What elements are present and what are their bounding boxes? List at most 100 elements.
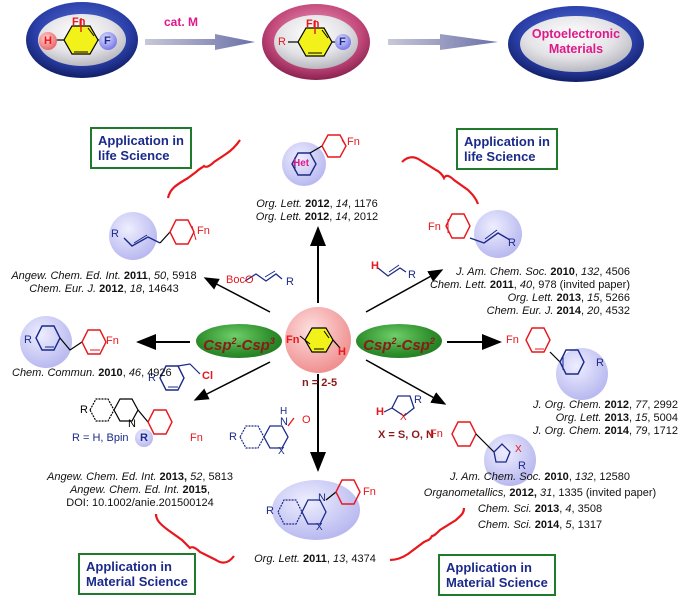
ref-year: 2012 [305,198,330,210]
target-label-line2: Materials [548,42,604,56]
ref-volume: 46 [128,367,142,379]
app-line2: life Science [464,149,536,164]
ref-volume: 50 [153,270,167,282]
ref-journal: Chem. Eur. J. [29,283,97,295]
reference-line: J. Am. Chem. Soc. 2010, 132, 4506 [456,266,630,278]
app-line1: Application in [98,133,184,148]
heteroarene-h: H [376,406,384,418]
brace-upper-right [401,156,480,205]
application-box-material-right: Application in Material Science [438,554,556,596]
heteroarene-x: X [400,412,407,423]
ref-journal: J. Am. Chem. Soc. [456,266,548,278]
allyl-fn-label: Fn [197,225,210,237]
reference-line: Chem. Sci. 2014, 5, 1317 [477,519,603,531]
brace-lower-left [154,513,235,564]
ref-year: 2010 [98,367,123,379]
ref-page: 5813 [208,471,233,483]
ref-volume: 77 [635,399,648,411]
reference-line: Angew. Chem. Ed. Int. 2013, 52, 5813 [47,471,233,483]
app-line1: Application in [446,560,532,575]
ref-volume: 18 [129,283,143,295]
ref-year: 2015 [182,484,207,496]
product-diarylmethane [20,316,107,368]
badge-csp2-csp2: Csp2-Csp2 [356,324,442,358]
ref-page: 2012 [353,211,379,223]
reference-line: Org. Lett. 2011, 13, 4374 [254,553,376,565]
quinoxaline-x: X [316,522,323,533]
target-label-line1: Optoelectronic [531,27,621,41]
ref-volume: 79 [635,425,648,437]
ref-page: 1317 [577,519,603,531]
ref-volume: 132 [581,266,600,278]
ref-year: 2012, [509,487,537,499]
ref-year: 2014 [556,305,582,317]
reference-line: Org. Lett. 2013, 15, 5266 [507,292,630,304]
ref-page: 4506 [605,266,630,278]
app-line2: Material Science [86,574,188,589]
benzyl-reagent-cl: Cl [202,370,213,382]
ref-page: 14643 [148,283,179,295]
ref-year: 2010 [544,471,569,483]
cat-arrow [145,34,255,50]
allyl-r-label: R [111,228,119,240]
benzyl-reagent-r: R [148,372,156,384]
ref-volume: 31 [539,487,553,499]
reagent-allyl [244,273,283,282]
reference-line: DOI: 10.1002/anie.201500124 [40,497,240,510]
ref-volume: 15 [635,412,648,424]
reference-line: Chem. Eur. J. 2012, 18, 14643 [29,283,179,295]
quinoline-r-label: R [80,404,88,416]
reference-line: Chem. Sci. 2013, 4, 3508 [477,503,603,515]
ref-journal: Org. Lett. [254,553,300,565]
product-styrene [445,210,522,258]
application-box-material-left: Application in Material Science [78,553,196,595]
het-fn-label: Fn [347,136,360,148]
quinoxaline-fn: Fn [363,486,376,498]
reagent-alkene [377,267,407,277]
ref-volume: 14 [335,211,348,223]
quinoxalinone-nh-h: H [280,406,288,417]
ref-volume: 132 [574,471,594,483]
ref-page: 2992 [653,399,678,411]
ref-journal: Org. Lett. [555,412,602,424]
product-heteroaryl [451,421,536,486]
start-f-label: F [104,35,111,47]
heteroaryl-fn: Fn [430,428,443,440]
quinoxaline-n: N [318,492,326,504]
center-fn-label: Fn [286,334,300,346]
styrene-r-label: R [508,237,516,249]
ref-journal: Chem. Sci. [477,519,532,531]
reference-line: Org. Lett. 2012, 14, 2012 [255,211,379,223]
arrow-lower-left [193,361,271,401]
ref-journal: J. Org. Chem. [533,425,602,437]
ref-journal: Angew. Chem. Ed. Int. [69,484,180,496]
ref-journal: Org. Lett. [507,292,554,304]
ref-journal: Org. Lett. [255,211,302,223]
ref-page: 1712 [653,425,678,437]
product-r-label: R [278,36,286,48]
ref-year: 2013, [159,471,188,483]
alkene-reagent-r: R [408,269,416,281]
application-box-life-right: Application in life Science [456,128,558,170]
app-line1: Application in [464,134,550,149]
reference-line: Org. Lett. 2013, 15, 5004 [555,412,678,424]
ref-page: 5918 [172,270,197,282]
ref-page: 1335 (invited paper) [558,487,657,499]
r-definition: R = H, Bpin [72,432,129,444]
reagent-quinoxalinone [239,417,295,449]
ref-volume: 15 [587,292,600,304]
heteroarene-r: R [414,394,422,406]
diarylmethane-fn-label: Fn [106,335,119,347]
ref-journal: Angew. Chem. Ed. Int. [47,471,157,483]
quinoxalinone-o: O [302,414,311,426]
product-quinoxaline [272,479,361,540]
app-line2: life Science [98,148,170,163]
arrow-lower-right [365,359,447,405]
heteroarene-x-definition: X = S, O, N [378,429,434,441]
start-ellipse [26,2,138,78]
